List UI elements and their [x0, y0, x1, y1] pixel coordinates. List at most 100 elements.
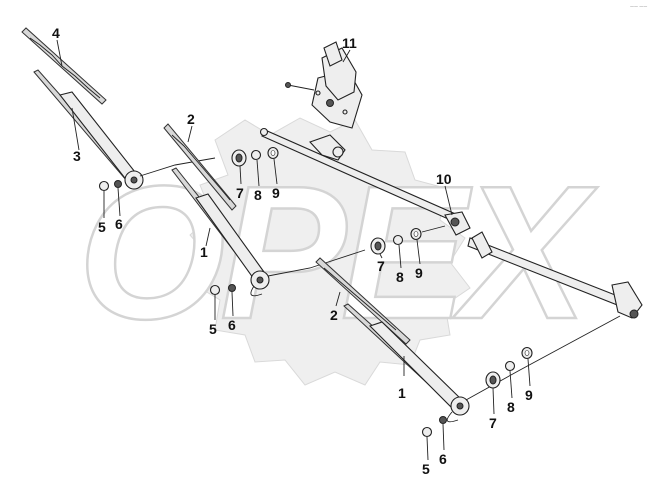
leader-9a — [273, 158, 278, 185]
callout-9: 9 — [525, 387, 533, 403]
rod-end-middle — [471, 231, 493, 259]
wiper-blade-upper-left — [21, 27, 107, 105]
leader-7a — [239, 165, 242, 185]
arm-1b-hub-center — [456, 402, 464, 410]
callout-2: 2 — [187, 111, 195, 127]
bushing-set-b — [370, 225, 446, 255]
leader-6b — [231, 291, 234, 317]
watermark: OPEX — [77, 117, 606, 386]
corner-mark: —— —— — [630, 4, 647, 9]
arm-1b-spring — [446, 411, 459, 423]
bushing-7-core — [235, 153, 243, 163]
callout-8: 8 — [254, 187, 262, 203]
callout-5: 5 — [209, 321, 217, 337]
callout-5: 5 — [98, 219, 106, 235]
wiper-arm-upper-left — [33, 69, 216, 190]
washer-6 — [114, 180, 122, 188]
pivot-joint-middle — [450, 217, 460, 227]
callout-8: 8 — [507, 399, 515, 415]
motor-end-cap — [323, 41, 343, 67]
motor-bolt-hole — [342, 109, 348, 115]
callout-6: 6 — [439, 451, 447, 467]
bushing-7-core — [374, 241, 382, 251]
washer-6 — [439, 416, 447, 424]
callout-1: 1 — [398, 385, 406, 401]
leader-11 — [342, 49, 351, 63]
washer-9-hole — [270, 150, 276, 156]
nut-8 — [250, 149, 262, 161]
leader-9b — [416, 239, 421, 265]
arm-1b-leader — [465, 315, 621, 401]
arm-1a-leader — [267, 249, 366, 277]
motor-shaft — [326, 99, 334, 107]
callout-7: 7 — [377, 258, 385, 274]
leader-lines — [56, 39, 531, 461]
callout-9: 9 — [272, 185, 280, 201]
leader-8c — [509, 370, 513, 399]
callout-11: 11 — [342, 35, 357, 51]
linkage-rod-assembly — [259, 127, 643, 319]
wiper-blade-lower-right — [315, 257, 411, 345]
leader-2a — [187, 125, 193, 143]
arm-1a-spring — [250, 285, 263, 297]
rod-end-left — [259, 127, 269, 137]
leader-3 — [71, 107, 80, 151]
callout-8: 8 — [396, 269, 404, 285]
watermark-text: OPEX — [78, 147, 598, 359]
callout-9: 9 — [415, 265, 423, 281]
leader-8b — [398, 244, 402, 269]
pivot-joint-right — [629, 309, 639, 319]
nut-5 — [98, 180, 110, 192]
fastener-set-a — [98, 180, 122, 192]
leader-7c — [492, 387, 495, 415]
leader-4 — [56, 39, 63, 67]
callout-labels: 4 3 11 2 7 8 9 10 5 6 1 7 8 9 5 6 2 1 7 … — [52, 25, 533, 477]
callout-7: 7 — [236, 185, 244, 201]
leader-8a — [256, 159, 260, 187]
wiper-blade-middle — [163, 123, 237, 211]
callout-5: 5 — [422, 461, 430, 477]
leader-9c — [527, 358, 531, 387]
fastener-set-b — [209, 284, 236, 296]
motor-bolt-hole — [315, 90, 321, 96]
wiper-motor — [285, 41, 363, 129]
washer-9-hole — [413, 231, 419, 237]
callout-3: 3 — [73, 148, 81, 164]
leader-2b — [335, 291, 341, 307]
callout-2: 2 — [330, 307, 338, 323]
motor-mount-bolt-head — [285, 82, 291, 88]
bushing-7-core — [489, 375, 497, 385]
callout-6: 6 — [228, 317, 236, 333]
arm-1a-hub-center — [256, 276, 264, 284]
bushing-set-b-leader — [421, 225, 446, 233]
leader-6a — [117, 187, 121, 217]
callout-6: 6 — [115, 216, 123, 232]
bushing-set-a — [231, 146, 279, 167]
arm-3-hub-center — [130, 176, 138, 184]
blade-2a — [163, 123, 237, 211]
leader-1a — [205, 227, 211, 247]
callout-4: 4 — [52, 25, 60, 41]
callout-10: 10 — [436, 171, 452, 187]
nut-5 — [209, 284, 221, 296]
motor-mount-bolt — [287, 84, 315, 91]
pivot-joint-upper — [332, 146, 344, 158]
washer-9-hole — [524, 350, 530, 356]
blade-2a-spine — [171, 134, 231, 201]
arm-3-leader — [139, 157, 216, 177]
fastener-set-c — [421, 416, 447, 438]
watermark-gear — [189, 117, 471, 386]
washer-6 — [228, 284, 236, 292]
leader-5c — [426, 436, 429, 461]
callout-1: 1 — [200, 244, 208, 260]
leader-6c — [442, 423, 445, 451]
leader-7b — [379, 253, 383, 259]
nut-8 — [504, 360, 516, 372]
blade-2b-spine — [323, 267, 397, 331]
callout-7: 7 — [489, 415, 497, 431]
nut-5 — [421, 426, 433, 438]
wiper-arm-middle — [171, 167, 366, 297]
wiper-arm-lower-right — [343, 303, 621, 423]
nut-8 — [392, 234, 404, 246]
